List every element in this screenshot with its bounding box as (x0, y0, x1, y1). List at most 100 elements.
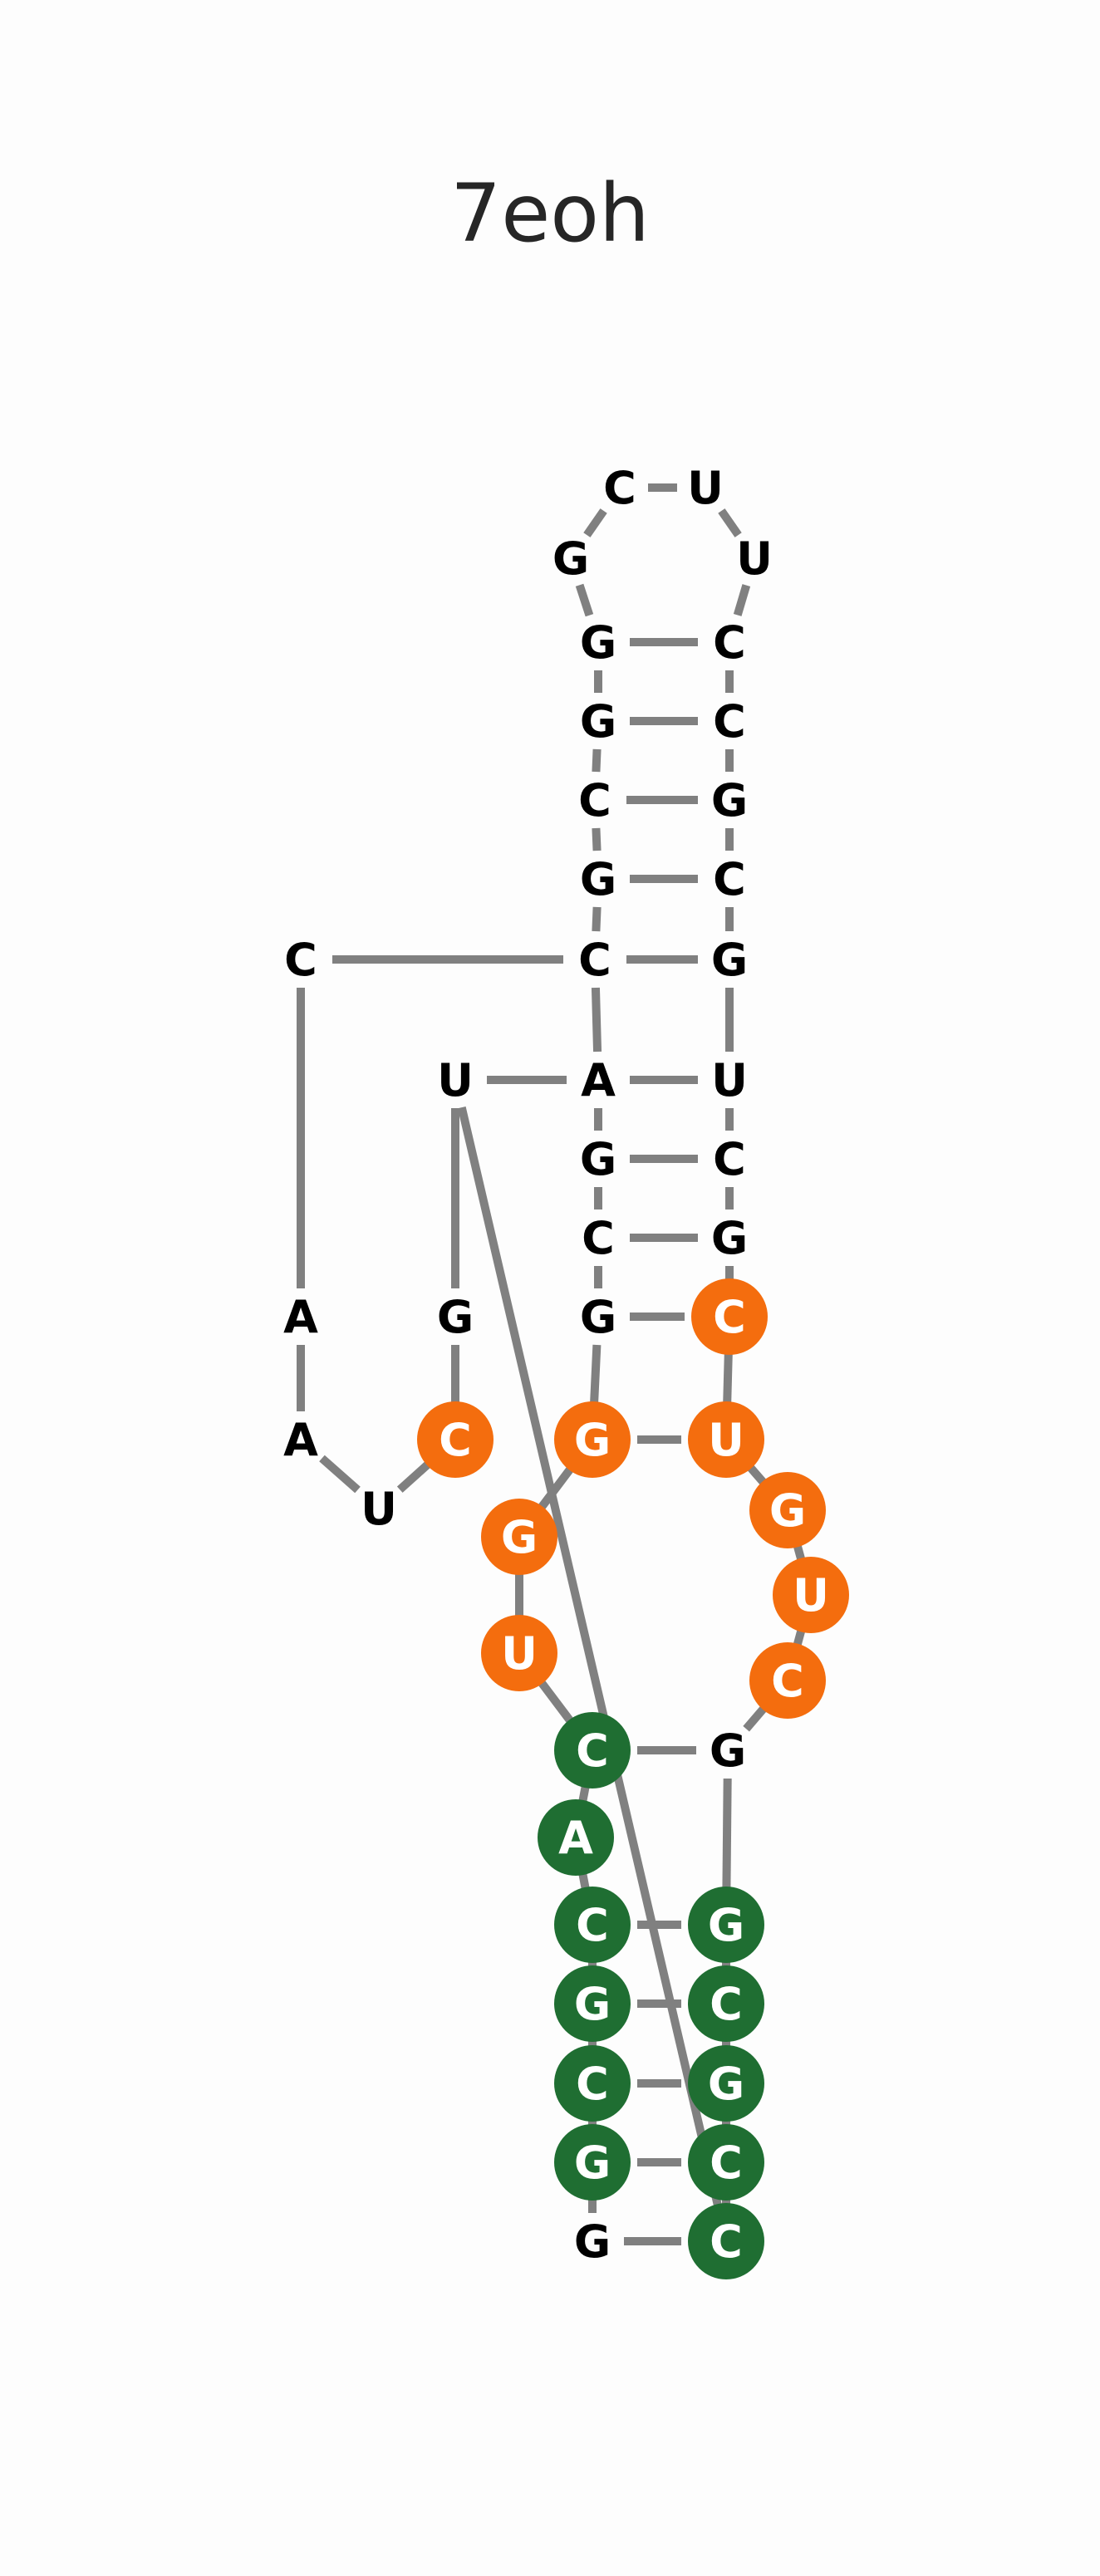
base-pair-layer (332, 638, 698, 2245)
nucleotide-letter: A (283, 1291, 318, 1343)
backbone-link (718, 508, 742, 537)
nucleotide-letter: C (603, 462, 636, 514)
nucleotide-letter: C (710, 2215, 743, 2268)
nucleotide-48: A (283, 1291, 318, 1343)
backbone-link (592, 906, 602, 932)
backbone-link (723, 1351, 733, 1406)
backbone-link (589, 1344, 602, 1406)
nucleotide-3: C (554, 2045, 631, 2122)
nucleotide-46: U (361, 1483, 397, 1535)
nucleotide-letter: G (580, 695, 616, 748)
nucleotide-letter: C (771, 1655, 804, 1707)
nucleotide-highlight-circle (688, 2203, 764, 2279)
nucleotide-highlight-circle (773, 1557, 849, 1633)
nucleotide-letter: A (581, 1054, 616, 1106)
nucleotide-30: C (713, 1133, 746, 1185)
nucleotide-letter: C (576, 1899, 609, 1951)
nucleotide-39: C (688, 1965, 764, 2042)
nucleotide-2: G (554, 2124, 631, 2201)
nucleotide-letter: C (576, 1725, 609, 1777)
nucleotide-highlight-circle (554, 1965, 631, 2042)
nucleotide-7: C (554, 1712, 631, 1788)
nucleotide-letter: G (711, 1212, 748, 1264)
nucleotide-8: U (481, 1615, 557, 1691)
backbone-link (583, 508, 607, 537)
nucleotide-42: C (688, 2203, 764, 2279)
nucleotide-47: A (283, 1414, 318, 1466)
nucleotide-33: U (688, 1401, 764, 1478)
nucleotide-45: C (417, 1401, 494, 1478)
nucleotide-highlight-circle (749, 1472, 826, 1548)
nucleotide-29: U (711, 1054, 748, 1106)
nucleotide-letter: A (283, 1414, 318, 1466)
nucleotide-letter: G (552, 532, 589, 585)
nucleotide-letter: G (501, 1511, 538, 1563)
nucleotide-16: G (580, 853, 616, 905)
nucleotide-36: C (749, 1642, 826, 1719)
nucleotide-letter: U (687, 462, 724, 514)
nucleotide-highlight-circle (481, 1615, 557, 1691)
nucleotide-letter: G (580, 1291, 616, 1343)
nucleotide-14: A (581, 1054, 616, 1106)
nucleotide-highlight-circle (688, 1887, 764, 1963)
nucleotide-letter: C (713, 1133, 746, 1185)
backbone-link (537, 1678, 575, 1725)
nucleotide-5: C (554, 1887, 631, 1963)
nucleotide-43: U (437, 1054, 474, 1106)
nucleotide-letter: G (574, 1978, 611, 2030)
backbone-link (743, 1704, 769, 1732)
nucleotide-34: G (749, 1472, 826, 1548)
nucleotide-28: G (711, 934, 748, 986)
nucleotide-highlight-circle (554, 1887, 631, 1963)
nucleotide-letter: G (710, 1725, 746, 1777)
backbone-link (722, 1778, 732, 1891)
nucleotide-highlight-circle (481, 1499, 557, 1575)
backbone-link (575, 583, 594, 617)
nucleotide-letter: C (284, 934, 317, 986)
nucleotide-letter: C (713, 1291, 746, 1343)
nucleotide-21: C (603, 462, 636, 514)
nucleotide-letter: C (710, 2137, 743, 2189)
nucleotide-letter: C (578, 774, 611, 827)
nucleotide-highlight-circle (554, 1712, 631, 1788)
nucleotide-letter: A (558, 1812, 593, 1864)
nucleotide-letter: G (580, 853, 616, 905)
nucleotide-25: C (713, 695, 746, 748)
nucleotide-letter: C (439, 1414, 472, 1466)
nucleotide-letter: G (437, 1291, 474, 1343)
nucleotide-26: G (711, 774, 748, 827)
backbone-link (591, 987, 602, 1052)
nucleotide-letter: G (708, 2058, 744, 2110)
nucleotide-letter: G (708, 1899, 744, 1951)
nucleotide-highlight-circle (554, 2124, 631, 2201)
nucleotide-highlight-circle (749, 1642, 826, 1719)
nucleotide-13: G (580, 1133, 616, 1185)
backbone-link (592, 827, 602, 851)
nucleotide-letter: U (361, 1483, 397, 1535)
nucleotide-12: C (582, 1212, 615, 1264)
nucleotide-letter: C (578, 934, 611, 986)
nucleotide-letter: G (580, 1133, 616, 1185)
nucleotide-18: G (580, 695, 616, 748)
nucleotide-19: G (580, 616, 616, 669)
nucleotide-38: G (688, 1887, 764, 1963)
nucleotide-highlight-circle (554, 2045, 631, 2122)
nucleotide-letter: C (713, 853, 746, 905)
nucleotide-letter: C (713, 616, 746, 669)
nucleotide-11: G (580, 1291, 616, 1343)
nucleotide-letter: G (711, 934, 748, 986)
nucleotide-letter: C (576, 2058, 609, 2110)
nucleotide-letter: G (711, 774, 748, 827)
nucleotide-highlight-circle (554, 1401, 631, 1478)
nucleotide-17: C (578, 774, 611, 827)
backbone-link (457, 1106, 723, 2209)
nucleotide-27: C (713, 853, 746, 905)
nucleotide-20: G (552, 532, 589, 585)
backbone-link (537, 1465, 575, 1512)
nucleotide-letter: C (713, 695, 746, 748)
nucleotide-32: C (691, 1278, 768, 1355)
backbone-link (733, 584, 751, 616)
nucleotide-letter: G (574, 2137, 611, 2189)
nucleotide-letter: C (710, 1978, 743, 2030)
